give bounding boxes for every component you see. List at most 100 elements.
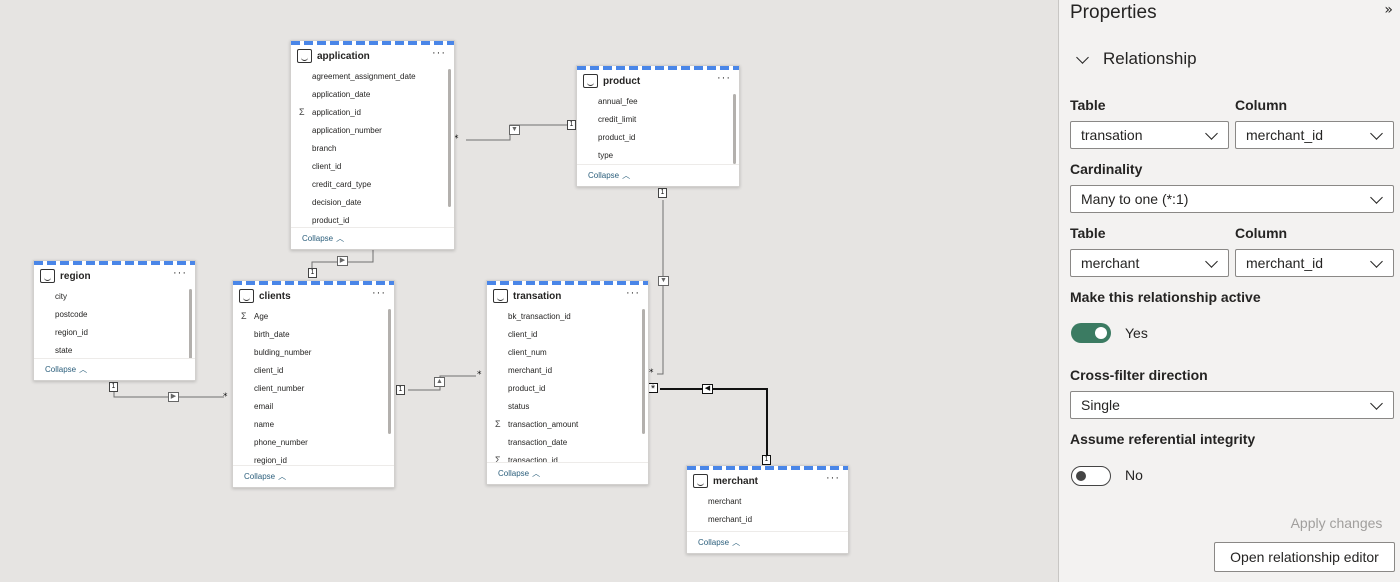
field-row[interactable]: decision_date xyxy=(291,193,454,211)
scrollbar[interactable] xyxy=(448,69,451,207)
field-row[interactable]: region_id xyxy=(34,323,195,341)
field-row[interactable]: client_id xyxy=(233,361,394,379)
field-row[interactable]: annual_fee xyxy=(577,92,739,110)
field-row[interactable]: client_id xyxy=(291,157,454,175)
table-card-application[interactable]: application ··· agreement_assignment_dat… xyxy=(290,40,455,250)
field-row[interactable]: client_id xyxy=(487,325,648,343)
table-header[interactable]: merchant ··· xyxy=(687,470,848,492)
to-column-dropdown[interactable]: merchant_id xyxy=(1235,249,1394,277)
crossfilter-label: Cross-filter direction xyxy=(1070,367,1208,383)
collapse-button[interactable]: Collapse︿ xyxy=(233,465,394,487)
crossfilter-dropdown[interactable]: Single xyxy=(1070,391,1394,419)
field-row[interactable]: merchant_id xyxy=(487,361,648,379)
double-chevron-right-icon[interactable]: » xyxy=(1384,2,1393,18)
collapse-button[interactable]: Collapse︿ xyxy=(34,358,195,380)
field-row[interactable]: merchant_id xyxy=(687,510,848,528)
field-row[interactable]: product_id xyxy=(291,211,454,227)
scrollbar[interactable] xyxy=(189,289,192,359)
collapse-button[interactable]: Collapse︿ xyxy=(687,531,848,553)
collapse-label: Collapse xyxy=(498,469,530,478)
apply-changes-button[interactable]: Apply changes xyxy=(1290,515,1383,531)
field-row[interactable]: email xyxy=(233,397,394,415)
field-row[interactable]: application_number xyxy=(291,121,454,139)
field-row[interactable]: phone_number xyxy=(233,433,394,451)
field-row[interactable]: name xyxy=(233,415,394,433)
collapse-button[interactable]: Collapse︿ xyxy=(577,164,739,186)
more-options-icon[interactable]: ··· xyxy=(826,472,840,484)
to-table-dropdown[interactable]: merchant xyxy=(1070,249,1229,277)
field-row[interactable]: type xyxy=(577,146,739,164)
collapse-label: Collapse xyxy=(588,171,620,180)
relationship-section-header[interactable]: Relationship xyxy=(1070,49,1197,69)
field-row[interactable]: postcode xyxy=(34,305,195,323)
field-row[interactable]: credit_card_type xyxy=(291,175,454,193)
dropdown-value: Single xyxy=(1081,397,1120,413)
table-header-stripe xyxy=(687,466,848,470)
field-row[interactable]: bk_transaction_id xyxy=(487,307,648,325)
field-row[interactable]: state xyxy=(34,341,195,359)
table-icon xyxy=(40,269,55,283)
table-icon xyxy=(493,289,508,303)
table-header[interactable]: product ··· xyxy=(577,70,739,92)
field-row[interactable]: bulding_number xyxy=(233,343,394,361)
more-options-icon[interactable]: ··· xyxy=(372,287,386,299)
one-marker: 1 xyxy=(308,268,317,278)
table-header[interactable]: transation ··· xyxy=(487,285,648,307)
field-row[interactable]: city xyxy=(34,287,195,305)
from-column-dropdown[interactable]: merchant_id xyxy=(1235,121,1394,149)
sigma-icon: Σ xyxy=(495,455,501,462)
more-options-icon[interactable]: ··· xyxy=(432,47,446,59)
field-row[interactable]: product_id xyxy=(577,128,739,146)
collapse-button[interactable]: Collapse︿ xyxy=(291,227,454,249)
active-toggle[interactable] xyxy=(1071,323,1111,343)
open-relationship-editor-button[interactable]: Open relationship editor xyxy=(1214,542,1395,572)
field-row[interactable]: branch xyxy=(291,139,454,157)
field-row[interactable]: merchant xyxy=(687,492,848,510)
scrollbar[interactable] xyxy=(642,309,645,434)
table-header[interactable]: region ··· xyxy=(34,265,195,287)
field-row[interactable]: client_num xyxy=(487,343,648,361)
field-row[interactable]: transaction_date xyxy=(487,433,648,451)
scrollbar[interactable] xyxy=(733,94,736,164)
field-row[interactable]: status xyxy=(487,397,648,415)
field-row[interactable]: application_date xyxy=(291,85,454,103)
more-options-icon[interactable]: ··· xyxy=(626,287,640,299)
table-header[interactable]: clients ··· xyxy=(233,285,394,307)
scrollbar[interactable] xyxy=(388,309,391,434)
collapse-button[interactable]: Collapse︿ xyxy=(487,462,648,484)
integrity-toggle[interactable] xyxy=(1071,466,1111,486)
rel-line-product-transation[interactable] xyxy=(657,200,664,375)
from-table-dropdown[interactable]: transation xyxy=(1070,121,1229,149)
chevron-down-icon xyxy=(1370,397,1383,410)
field-name: client_id xyxy=(312,161,342,171)
field-row[interactable]: agreement_assignment_date xyxy=(291,67,454,85)
chevron-up-icon: ︿ xyxy=(622,171,631,180)
field-row[interactable]: region_id xyxy=(233,451,394,465)
rel-line-transation-merchant[interactable] xyxy=(660,388,768,455)
field-row[interactable]: client_number xyxy=(233,379,394,397)
more-options-icon[interactable]: ··· xyxy=(717,72,731,84)
field-name: state xyxy=(55,345,73,355)
field-row[interactable]: product_id xyxy=(487,379,648,397)
more-options-icon[interactable]: ··· xyxy=(173,267,187,279)
field-row[interactable]: credit_limit xyxy=(577,110,739,128)
table-header[interactable]: application ··· xyxy=(291,45,454,67)
field-row[interactable]: birth_date xyxy=(233,325,394,343)
model-diagram-canvas[interactable]: * ▼ 1 ▶ 1 1 ▶ * 1 ▲ * 1 ▼ * * ◀ 1 applic… xyxy=(0,0,1058,582)
cardinality-dropdown[interactable]: Many to one (*:1) xyxy=(1070,185,1394,213)
